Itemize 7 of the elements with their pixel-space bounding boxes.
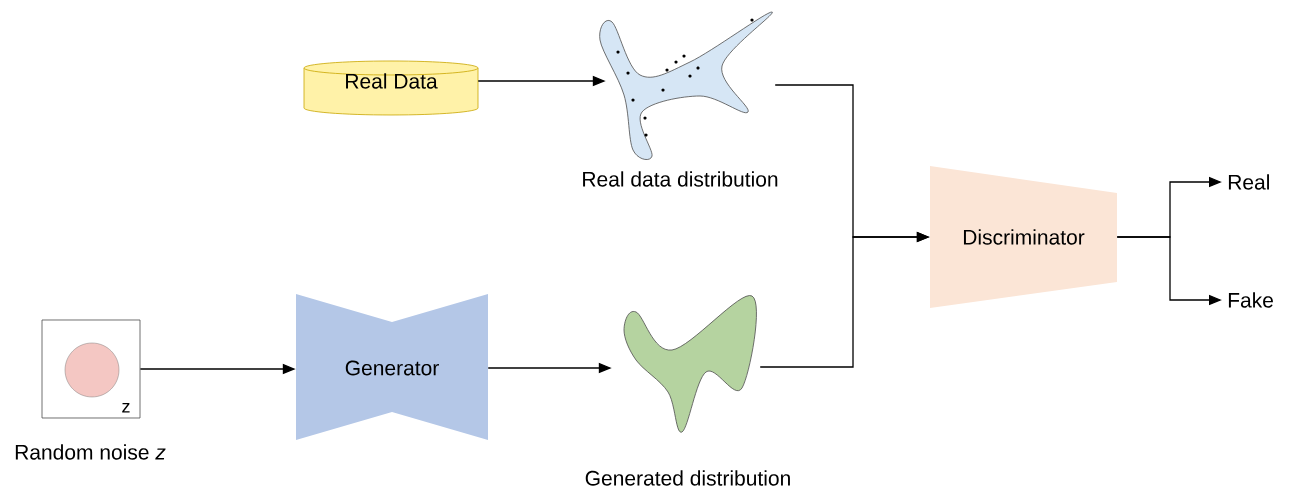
- output-label: Fake: [1228, 292, 1273, 308]
- node-label: Random noise z: [15, 444, 166, 460]
- node-label: Generated distribution: [585, 470, 790, 486]
- database-cylinder: Real Data: [303, 60, 479, 116]
- node-label: Real data distribution: [583, 171, 778, 187]
- output-label: Real: [1228, 174, 1269, 190]
- variable-label: z: [122, 402, 130, 413]
